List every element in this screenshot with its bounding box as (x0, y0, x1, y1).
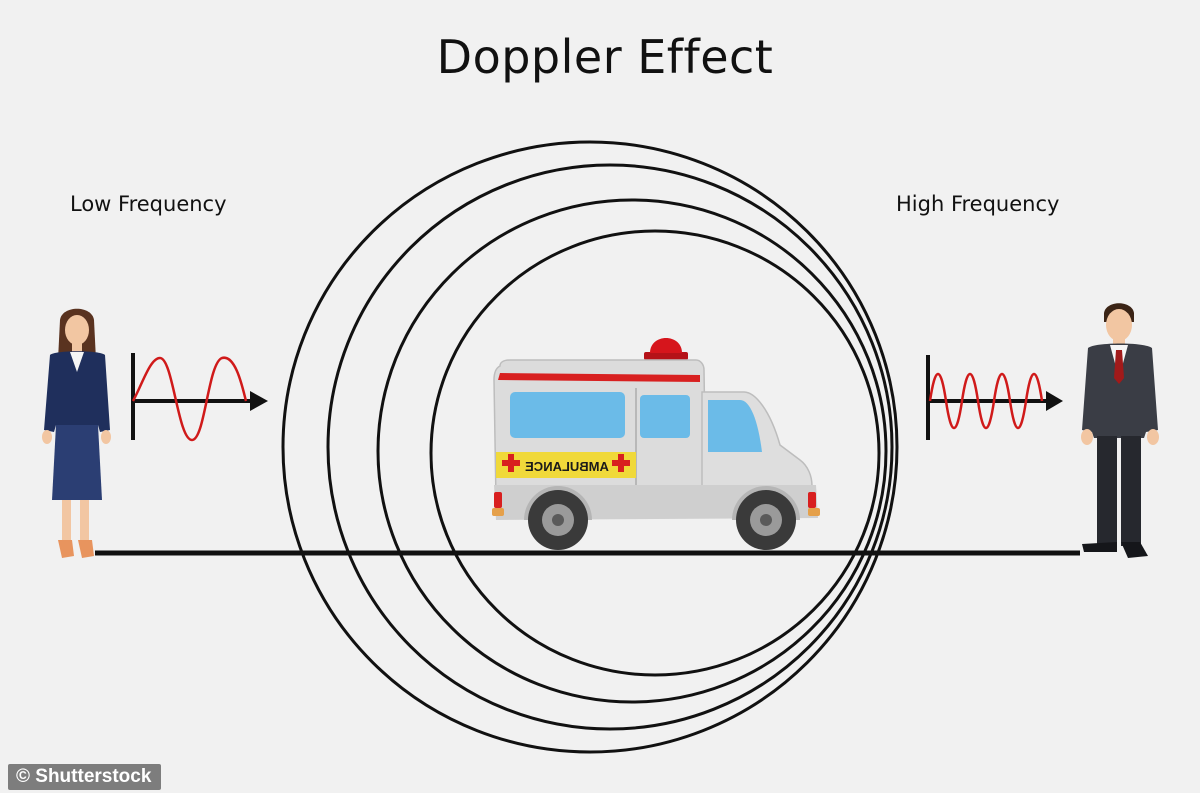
woman-neck (72, 342, 82, 352)
red-cross-left (502, 454, 520, 472)
ambulance-lettering: AMBULANCE (525, 459, 609, 474)
siren-base (644, 352, 688, 360)
woman-hand-right (101, 430, 111, 444)
woman-face (65, 315, 89, 345)
shutterstock-watermark: © Shutterstock (8, 764, 162, 790)
man-leg-right (1121, 436, 1141, 546)
high-frequency-wave-graph (926, 355, 1063, 440)
rear-window (510, 392, 625, 438)
low-frequency-wave (131, 356, 248, 442)
woman-shoe-right (78, 540, 94, 558)
low-wave-arrowhead (250, 391, 268, 411)
siren-light (650, 338, 682, 353)
high-wave-arrowhead (1046, 391, 1063, 411)
low-frequency-label: Low Frequency (70, 192, 227, 216)
man-face (1106, 309, 1132, 341)
ambulance: AMBULANCE (492, 338, 820, 550)
man-neck (1113, 338, 1125, 346)
woman-listener (42, 308, 111, 558)
high-frequency-label: High Frequency (896, 192, 1060, 216)
front-wheel (736, 490, 796, 550)
wavefront-circle-4 (429, 229, 881, 677)
man-hand-left (1081, 429, 1093, 445)
rear-wheel (528, 490, 588, 550)
woman-jacket (44, 351, 110, 432)
high-frequency-wave (928, 372, 1044, 430)
woman-hand-left (42, 430, 52, 444)
man-leg-left (1097, 436, 1117, 546)
man-tie (1114, 350, 1124, 384)
man-shoe-right (1121, 542, 1148, 558)
diagram-title: Doppler Effect (436, 30, 774, 84)
red-cross-right (612, 454, 630, 472)
side-window (640, 395, 690, 438)
wavefront-circle-2 (326, 163, 894, 731)
man-shoe-left (1082, 542, 1117, 552)
man-jacket (1082, 343, 1158, 438)
woman-collar (70, 352, 84, 372)
man-hand-right (1147, 429, 1159, 445)
windshield (708, 400, 762, 452)
roof-stripe (498, 373, 700, 382)
low-frequency-wave-graph (131, 353, 268, 442)
rear-light (494, 492, 502, 508)
man-listener (1081, 303, 1159, 558)
rear-bumper (492, 508, 504, 516)
woman-leg-right (80, 500, 89, 542)
front-light (808, 492, 816, 508)
wavefront-circle-3 (376, 198, 888, 704)
woman-shoe-left (58, 540, 74, 558)
front-bumper (808, 508, 820, 516)
wavefront-circle-1 (281, 140, 899, 754)
woman-leg-left (62, 500, 71, 542)
woman-skirt (52, 425, 102, 500)
sound-wavefronts (281, 140, 899, 754)
